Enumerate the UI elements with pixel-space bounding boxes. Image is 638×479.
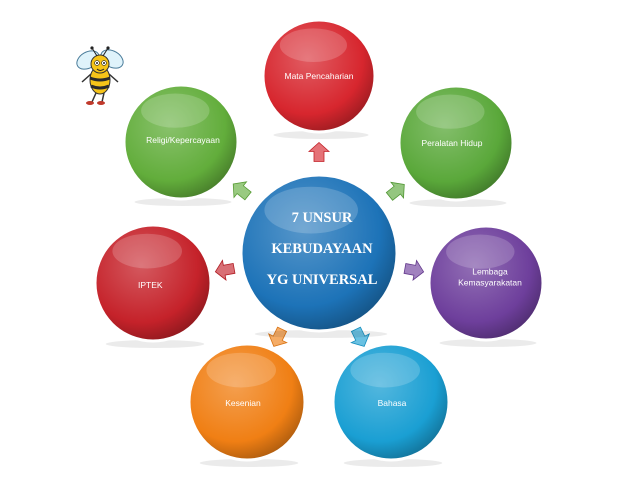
connector-arrow [385, 181, 405, 201]
connector-arrow [232, 181, 252, 201]
connector-arrow [350, 326, 371, 347]
node-circle: Religi/Kepercayaan [122, 83, 240, 206]
center-title-line: 7 UNSUR [292, 210, 353, 226]
node-label: Bahasa [378, 398, 407, 408]
node-circle: Peralatan Hidup [397, 84, 515, 207]
connector-arrow [214, 259, 236, 281]
connector-arrow [307, 141, 331, 162]
node-label-line: Kemasyarakatan [458, 278, 522, 288]
center-title-line: YG UNIVERSAL [267, 272, 378, 288]
connector-arrow [403, 259, 425, 282]
node-label-line: Peralatan Hidup [422, 138, 483, 148]
node-label: IPTEK [138, 280, 163, 290]
center-layer: 7 UNSUR KEBUDAYAAN YG UNIVERSAL [239, 173, 399, 338]
connector-arrow [267, 326, 288, 347]
node-circle: Bahasa [331, 342, 451, 467]
node-label: Kesenian [225, 398, 261, 408]
node-label: Peralatan Hidup [422, 138, 483, 148]
node-circle: Mata Pencaharian [261, 18, 377, 139]
node-circle: IPTEK [93, 223, 213, 348]
node-label: Mata Pencaharian [285, 71, 354, 81]
bee-icon [76, 46, 124, 105]
center-circle: 7 UNSUR KEBUDAYAAN YG UNIVERSAL [239, 173, 399, 338]
node-label: Religi/Kepercayaan [146, 135, 220, 145]
node-label-line: Lembaga [472, 267, 508, 277]
center-title-line: KEBUDAYAAN [271, 241, 373, 257]
node-label-line: IPTEK [138, 280, 163, 290]
node-label-line: Mata Pencaharian [285, 71, 354, 81]
node-label-line: Religi/Kepercayaan [146, 135, 220, 145]
node-label-line: Bahasa [378, 398, 407, 408]
node-label-line: Kesenian [225, 398, 261, 408]
arrows-layer [214, 141, 425, 347]
node-circle: Kesenian [187, 342, 307, 467]
